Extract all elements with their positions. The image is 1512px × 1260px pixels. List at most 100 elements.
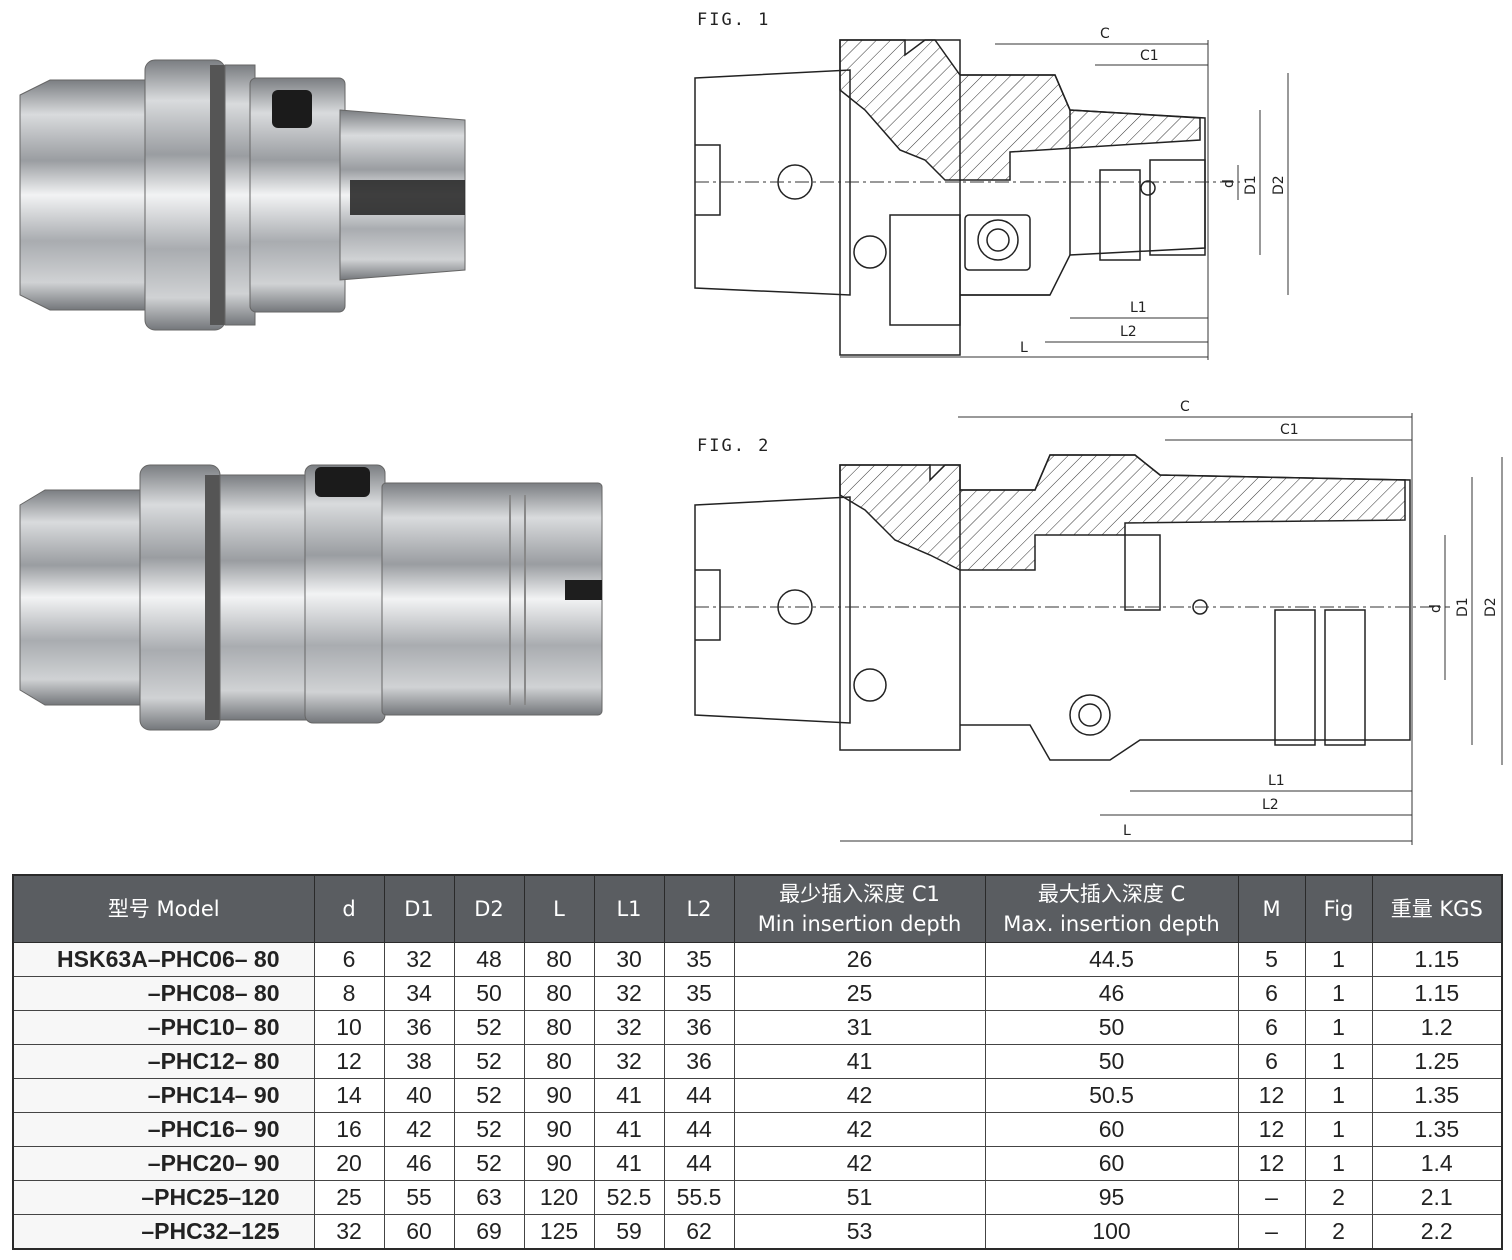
fig2-dim-l: L	[1123, 823, 1131, 839]
cell-weight: 1.2	[1371, 1010, 1503, 1045]
cell-d2: 48	[453, 942, 525, 977]
header-min-insertion: 最少插入深度 C1 Min insertion depth	[733, 874, 986, 943]
cell-l: 80	[523, 1044, 595, 1079]
fig1-dim-d1: D1	[1243, 175, 1259, 195]
cell-c: 60	[984, 1112, 1239, 1147]
cell-weight: 1.35	[1371, 1078, 1503, 1113]
cell-m: 6	[1237, 1044, 1306, 1079]
cell-m: 6	[1237, 976, 1306, 1011]
cell-d2: 52	[453, 1044, 525, 1079]
header-min-insertion-zh: 最少插入深度 C1	[779, 882, 940, 906]
table-header-row: 型号 Model d D1 D2 L L1 L2 最少插入深度 C1 Min i…	[12, 874, 1503, 943]
cell-d1: 38	[383, 1044, 455, 1079]
cell-weight: 2.2	[1371, 1214, 1503, 1250]
cell-c: 50	[984, 1010, 1239, 1045]
cell-d1: 36	[383, 1010, 455, 1045]
cell-l2: 55.5	[663, 1180, 735, 1215]
fig1-dim-l: L	[1020, 340, 1028, 356]
cell-d: 6	[313, 942, 385, 977]
cell-m: 12	[1237, 1112, 1306, 1147]
header-l1: L1	[593, 874, 665, 943]
cell-c: 60	[984, 1146, 1239, 1181]
cell-d1: 40	[383, 1078, 455, 1113]
fig1-technical-drawing: C C1 L1 L2 L d D1 D2	[694, 26, 1289, 360]
cell-d2: 50	[453, 976, 525, 1011]
header-model: 型号 Model	[12, 874, 315, 943]
cell-c1: 51	[733, 1180, 986, 1215]
cell-fig: 1	[1304, 942, 1373, 977]
cell-d2: 52	[453, 1146, 525, 1181]
cell-m: 5	[1237, 942, 1306, 977]
fig2-label: FIG. 2	[697, 436, 771, 456]
cell-model: –PHC32–125	[12, 1214, 315, 1250]
cell-c: 95	[984, 1180, 1239, 1215]
header-m: M	[1237, 874, 1306, 943]
cell-l1: 41	[593, 1112, 665, 1147]
cell-l: 90	[523, 1112, 595, 1147]
cell-weight: 1.25	[1371, 1044, 1503, 1079]
cell-weight: 1.15	[1371, 942, 1503, 977]
fig1-label: FIG. 1	[697, 10, 771, 30]
cell-fig: 2	[1304, 1214, 1373, 1250]
cell-c1: 25	[733, 976, 986, 1011]
cell-d1: 34	[383, 976, 455, 1011]
cell-d2: 52	[453, 1112, 525, 1147]
cell-fig: 1	[1304, 976, 1373, 1011]
cell-d2: 52	[453, 1010, 525, 1045]
cell-model: –PHC08– 80	[12, 976, 315, 1011]
header-l2: L2	[663, 874, 735, 943]
fig2-dim-d2: D2	[1483, 597, 1499, 617]
cell-c: 100	[984, 1214, 1239, 1250]
cell-d: 16	[313, 1112, 385, 1147]
cell-l: 125	[523, 1214, 595, 1250]
header-l: L	[523, 874, 595, 943]
cell-l: 90	[523, 1146, 595, 1181]
cell-l: 80	[523, 1010, 595, 1045]
fig1-dim-d: d	[1221, 179, 1237, 188]
cell-fig: 1	[1304, 1112, 1373, 1147]
cell-c1: 42	[733, 1112, 986, 1147]
cell-d2: 69	[453, 1214, 525, 1250]
cell-c1: 53	[733, 1214, 986, 1250]
cell-fig: 1	[1304, 1078, 1373, 1113]
cell-d: 20	[313, 1146, 385, 1181]
cell-fig: 2	[1304, 1180, 1373, 1215]
header-max-insertion-en: Max. insertion depth	[1003, 912, 1220, 936]
cell-l: 80	[523, 976, 595, 1011]
cell-model: HSK63A–PHC06– 80	[12, 942, 315, 977]
header-min-insertion-en: Min insertion depth	[757, 912, 962, 936]
cell-c: 46	[984, 976, 1239, 1011]
cell-l: 90	[523, 1078, 595, 1113]
header-fig: Fig	[1304, 874, 1373, 943]
cell-l1: 59	[593, 1214, 665, 1250]
cell-d: 14	[313, 1078, 385, 1113]
cell-l2: 35	[663, 976, 735, 1011]
cell-c1: 42	[733, 1146, 986, 1181]
cell-c1: 41	[733, 1044, 986, 1079]
tool-holder-photo-large	[19, 464, 603, 731]
cell-m: –	[1237, 1214, 1306, 1250]
cell-l2: 62	[663, 1214, 735, 1250]
cell-d1: 46	[383, 1146, 455, 1181]
cell-d1: 60	[383, 1214, 455, 1250]
fig2-dim-d1: D1	[1455, 597, 1471, 617]
cell-l2: 36	[663, 1010, 735, 1045]
cell-m: 12	[1237, 1078, 1306, 1113]
cell-model: –PHC12– 80	[12, 1044, 315, 1079]
cell-fig: 1	[1304, 1010, 1373, 1045]
fig1-dim-l1: L1	[1130, 300, 1147, 316]
header-max-insertion: 最大插入深度 C Max. insertion depth	[984, 874, 1239, 943]
cell-weight: 1.4	[1371, 1146, 1503, 1181]
cell-l2: 44	[663, 1078, 735, 1113]
cell-l1: 41	[593, 1146, 665, 1181]
fig2-dim-l1: L1	[1268, 773, 1285, 789]
cell-model: –PHC25–120	[12, 1180, 315, 1215]
cell-c: 50	[984, 1044, 1239, 1079]
